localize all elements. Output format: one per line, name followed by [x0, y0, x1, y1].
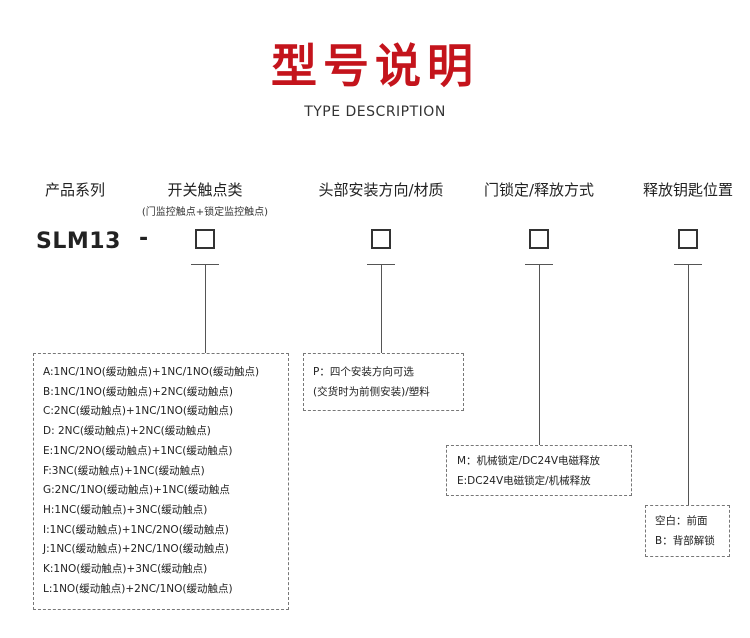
head-options-box: P：四个安装方向可选 (交货时为前侧安装)/塑料: [303, 353, 464, 411]
contact-code-box: [195, 229, 215, 249]
head-connector: [381, 264, 382, 353]
contact-option: A:1NC/1NO(缓动触点)+1NC/1NO(缓动触点): [43, 366, 260, 378]
contact-option: J:1NC(缓动触点)+2NC/1NO(缓动触点): [43, 543, 229, 556]
page-title: 型号说明: [271, 39, 479, 93]
head-option: P：四个安装方向可选: [313, 366, 414, 378]
head-options-list: P：四个安装方向可选 (交货时为前侧安装)/塑料: [304, 354, 463, 402]
lock-options-box: M：机械锁定/DC24V电磁释放 E:DC24V电磁锁定/机械释放: [446, 445, 632, 496]
header-series: 产品系列: [44, 181, 106, 199]
key-connector: [688, 264, 689, 505]
contact-option: I:1NC(缓动触点)+1NC/2NO(缓动触点): [43, 523, 229, 536]
head-option: (交货时为前侧安装)/塑料: [313, 385, 430, 398]
lock-option: E:DC24V电磁锁定/机械释放: [457, 474, 591, 487]
header-head: 头部安装方向/材质: [318, 181, 444, 199]
lock-option: M：机械锁定/DC24V电磁释放: [457, 455, 601, 467]
contact-options-box: A:1NC/1NO(缓动触点)+1NC/1NO(缓动触点) B:1NC/1NO(…: [33, 353, 289, 610]
contact-option: C:2NC(缓动触点)+1NC/1NO(缓动触点): [43, 405, 234, 418]
lock-connector: [539, 264, 540, 445]
contact-option: D: 2NC(缓动触点)+2NC(缓动触点): [43, 425, 211, 438]
header-key: 释放钥匙位置: [642, 181, 734, 199]
contact-option: G:2NC/1NO(缓动触点)+1NC(缓动触点: [43, 484, 230, 497]
contact-option: L:1NO(缓动触点)+2NC/1NO(缓动触点): [43, 582, 233, 595]
model-dash: -: [139, 226, 149, 251]
key-options-box: 空白：前面 B：背部解锁: [645, 505, 730, 557]
header-contact: 开关触点类: [167, 181, 243, 199]
contact-option: H:1NC(缓动触点)+3NC(缓动触点): [43, 503, 208, 516]
header-lock: 门锁定/释放方式: [483, 181, 595, 199]
contact-connector: [205, 264, 206, 353]
key-code-box: [678, 229, 698, 249]
contact-option: E:1NC/2NO(缓动触点)+1NC(缓动触点): [43, 444, 233, 457]
head-code-box: [371, 229, 391, 249]
contact-option: B:1NC/1NO(缓动触点)+2NC(缓动触点): [43, 385, 233, 398]
lock-code-box: [529, 229, 549, 249]
key-option: 空白：前面: [655, 515, 708, 527]
key-option: B：背部解锁: [655, 534, 715, 547]
contact-option: F:3NC(缓动触点)+1NC(缓动触点): [43, 464, 205, 477]
contact-options-list: A:1NC/1NO(缓动触点)+1NC/1NO(缓动触点) B:1NC/1NO(…: [34, 354, 288, 599]
model-code: SLM13: [36, 229, 121, 254]
page-subtitle: TYPE DESCRIPTION: [304, 104, 446, 120]
header-contact-note: (门监控触点+锁定监控触点): [141, 207, 269, 218]
key-options-list: 空白：前面 B：背部解锁: [646, 506, 729, 551]
contact-option: K:1NO(缓动触点)+3NC(缓动触点): [43, 563, 208, 576]
lock-options-list: M：机械锁定/DC24V电磁释放 E:DC24V电磁锁定/机械释放: [447, 446, 631, 491]
